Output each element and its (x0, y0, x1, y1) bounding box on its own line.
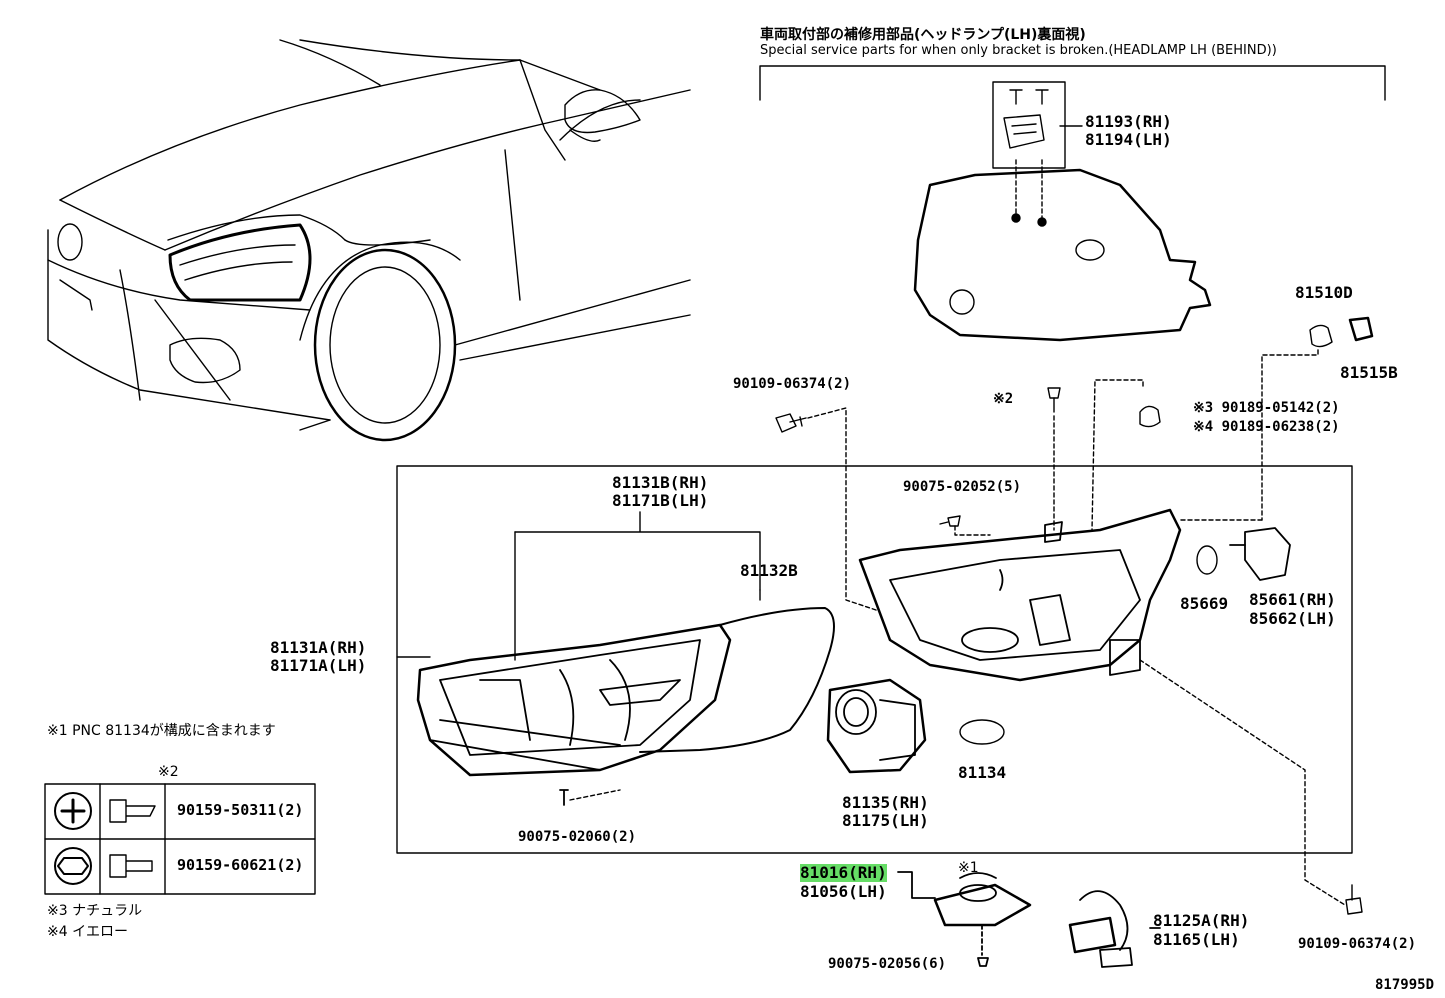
screw-90075-02052 (939, 515, 991, 536)
header-jp: 車両取付部の補修用部品(ヘッドランプ(LH)裏面視) (760, 27, 1086, 43)
gasket-81132b (639, 607, 835, 753)
special-parts-bracket (759, 65, 1386, 101)
label-81125a: 81125A(RH) (1153, 911, 1250, 930)
screw-90109-top (775, 407, 877, 611)
vehicle-illustration (47, 39, 691, 442)
headlamp-lh-behind (913, 168, 1212, 342)
label-85662: 85662(LH) (1249, 609, 1336, 628)
bracket-81193 (992, 81, 1083, 227)
table-row-90159-50311: 90159-50311(2) (177, 801, 304, 819)
label-s2: ※2 (993, 391, 1014, 407)
label-81134: 81134 (958, 763, 1007, 782)
label-81132b: 81132B (740, 561, 798, 580)
label-s1: ※1 (958, 860, 979, 876)
o-ring-85669 (1196, 545, 1218, 575)
label-81171a: 81171A(LH) (270, 656, 367, 675)
table-head-s2: ※2 (158, 764, 179, 780)
diagram-code: 817995D (1375, 977, 1435, 993)
label-90075-02052: 90075-02052(5) (903, 479, 1022, 495)
label-81131b: 81131B(RH) (612, 473, 709, 492)
note-s1: ※1 PNC 81134が構成に含まれます (47, 723, 276, 739)
headlamp-assembly-81131a (416, 623, 732, 806)
label-81194: 81194(LH) (1085, 130, 1172, 149)
label-81171b: 81171B(LH) (612, 491, 709, 510)
label-81016-highlighted: 81016(RH) (800, 863, 887, 882)
harness-81125a (1068, 890, 1161, 968)
screw-table (44, 783, 316, 895)
note-s4: ※4 イエロー (47, 924, 128, 940)
label-81175: 81175(LH) (842, 811, 929, 830)
bulb-81510d (1179, 316, 1374, 521)
label-81510d: 81510D (1295, 283, 1353, 302)
assembly-box (396, 465, 1353, 854)
note-s3: ※3 ナチュラル (47, 903, 143, 919)
header-en: Special service parts for when only brac… (760, 43, 1277, 58)
label-81131a: 81131A(RH) (270, 638, 367, 657)
screw-s2 (1047, 387, 1061, 531)
ballast-81016 (897, 871, 1032, 967)
clip-90189 (1091, 379, 1161, 531)
label-s3: ※3 90189-05142(2) (1193, 400, 1340, 416)
label-85661: 85661(RH) (1249, 590, 1336, 609)
label-85669: 85669 (1180, 594, 1229, 613)
label-81515b: 81515B (1340, 363, 1398, 382)
label-81135: 81135(RH) (842, 793, 929, 812)
projector-81135 (826, 678, 927, 774)
screw-90109-bottom (1345, 884, 1363, 915)
label-90109-top: 90109-06374(2) (733, 376, 852, 392)
label-90075-02056: 90075-02056(6) (828, 956, 947, 972)
o-ring-81134 (959, 719, 1005, 745)
actuator-85661 (1229, 527, 1291, 581)
headlamp-housing (858, 508, 1182, 682)
label-90109-bottom: 90109-06374(2) (1298, 936, 1417, 952)
label-90075-02060: 90075-02060(2) (518, 829, 637, 845)
label-81193: 81193(RH) (1085, 112, 1172, 131)
label-s4: ※4 90189-06238(2) (1193, 419, 1340, 435)
label-81056: 81056(LH) (800, 882, 887, 901)
label-81165: 81165(LH) (1153, 930, 1240, 949)
table-row-90159-60621: 90159-60621(2) (177, 856, 304, 874)
